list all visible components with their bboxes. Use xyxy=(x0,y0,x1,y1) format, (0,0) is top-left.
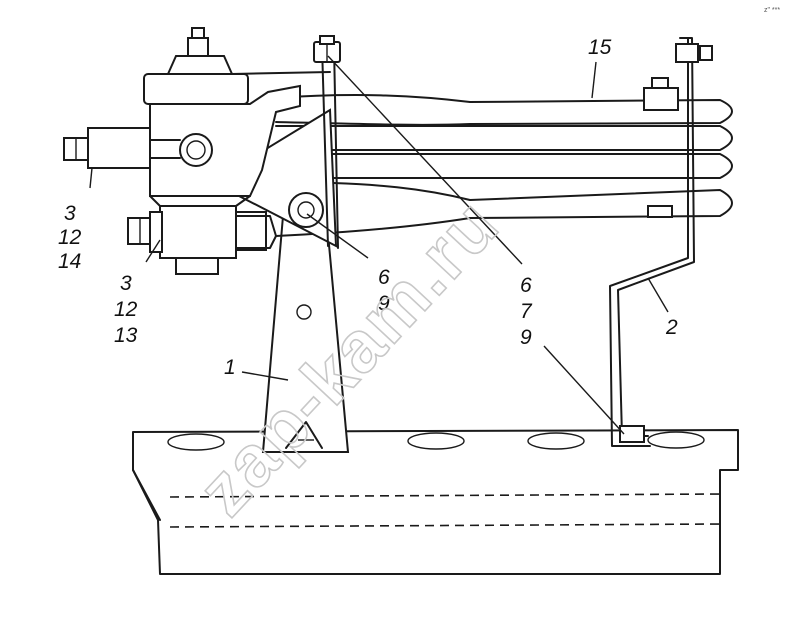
corner-mark: z" *** xyxy=(764,7,780,14)
rail-hole xyxy=(527,432,585,450)
callouts: 3 12 14 3 12 13 6 9 6 7 9 15 2 1 xyxy=(58,36,678,379)
callout-14: 14 xyxy=(58,250,81,273)
clamp-bolt xyxy=(313,35,341,63)
cooler-tubes-15 xyxy=(275,94,733,237)
bracket-2 xyxy=(609,37,713,447)
tube-clamp xyxy=(209,45,339,249)
callout-7: 7 xyxy=(520,300,533,323)
rail-hole xyxy=(647,431,705,449)
rail-hole xyxy=(167,433,225,451)
callout-3-upper: 3 xyxy=(64,202,76,225)
frame-rail xyxy=(132,429,739,575)
callout-3-lower: 3 xyxy=(120,272,132,295)
callout-1: 1 xyxy=(224,356,236,379)
callout-15: 15 xyxy=(588,36,612,59)
callout-9-left: 9 xyxy=(378,292,390,315)
bracket-1 xyxy=(261,210,350,453)
valve-assembly xyxy=(63,27,331,275)
callout-6-right: 6 xyxy=(520,274,532,297)
callout-13: 13 xyxy=(114,324,138,347)
callout-12-upper: 12 xyxy=(58,226,82,249)
callout-2: 2 xyxy=(665,316,678,339)
callout-9-right: 9 xyxy=(520,326,532,349)
callout-6-left: 6 xyxy=(378,266,390,289)
callout-12-lower: 12 xyxy=(114,298,138,321)
rail-hole xyxy=(407,432,465,450)
leader-lines xyxy=(89,55,669,435)
